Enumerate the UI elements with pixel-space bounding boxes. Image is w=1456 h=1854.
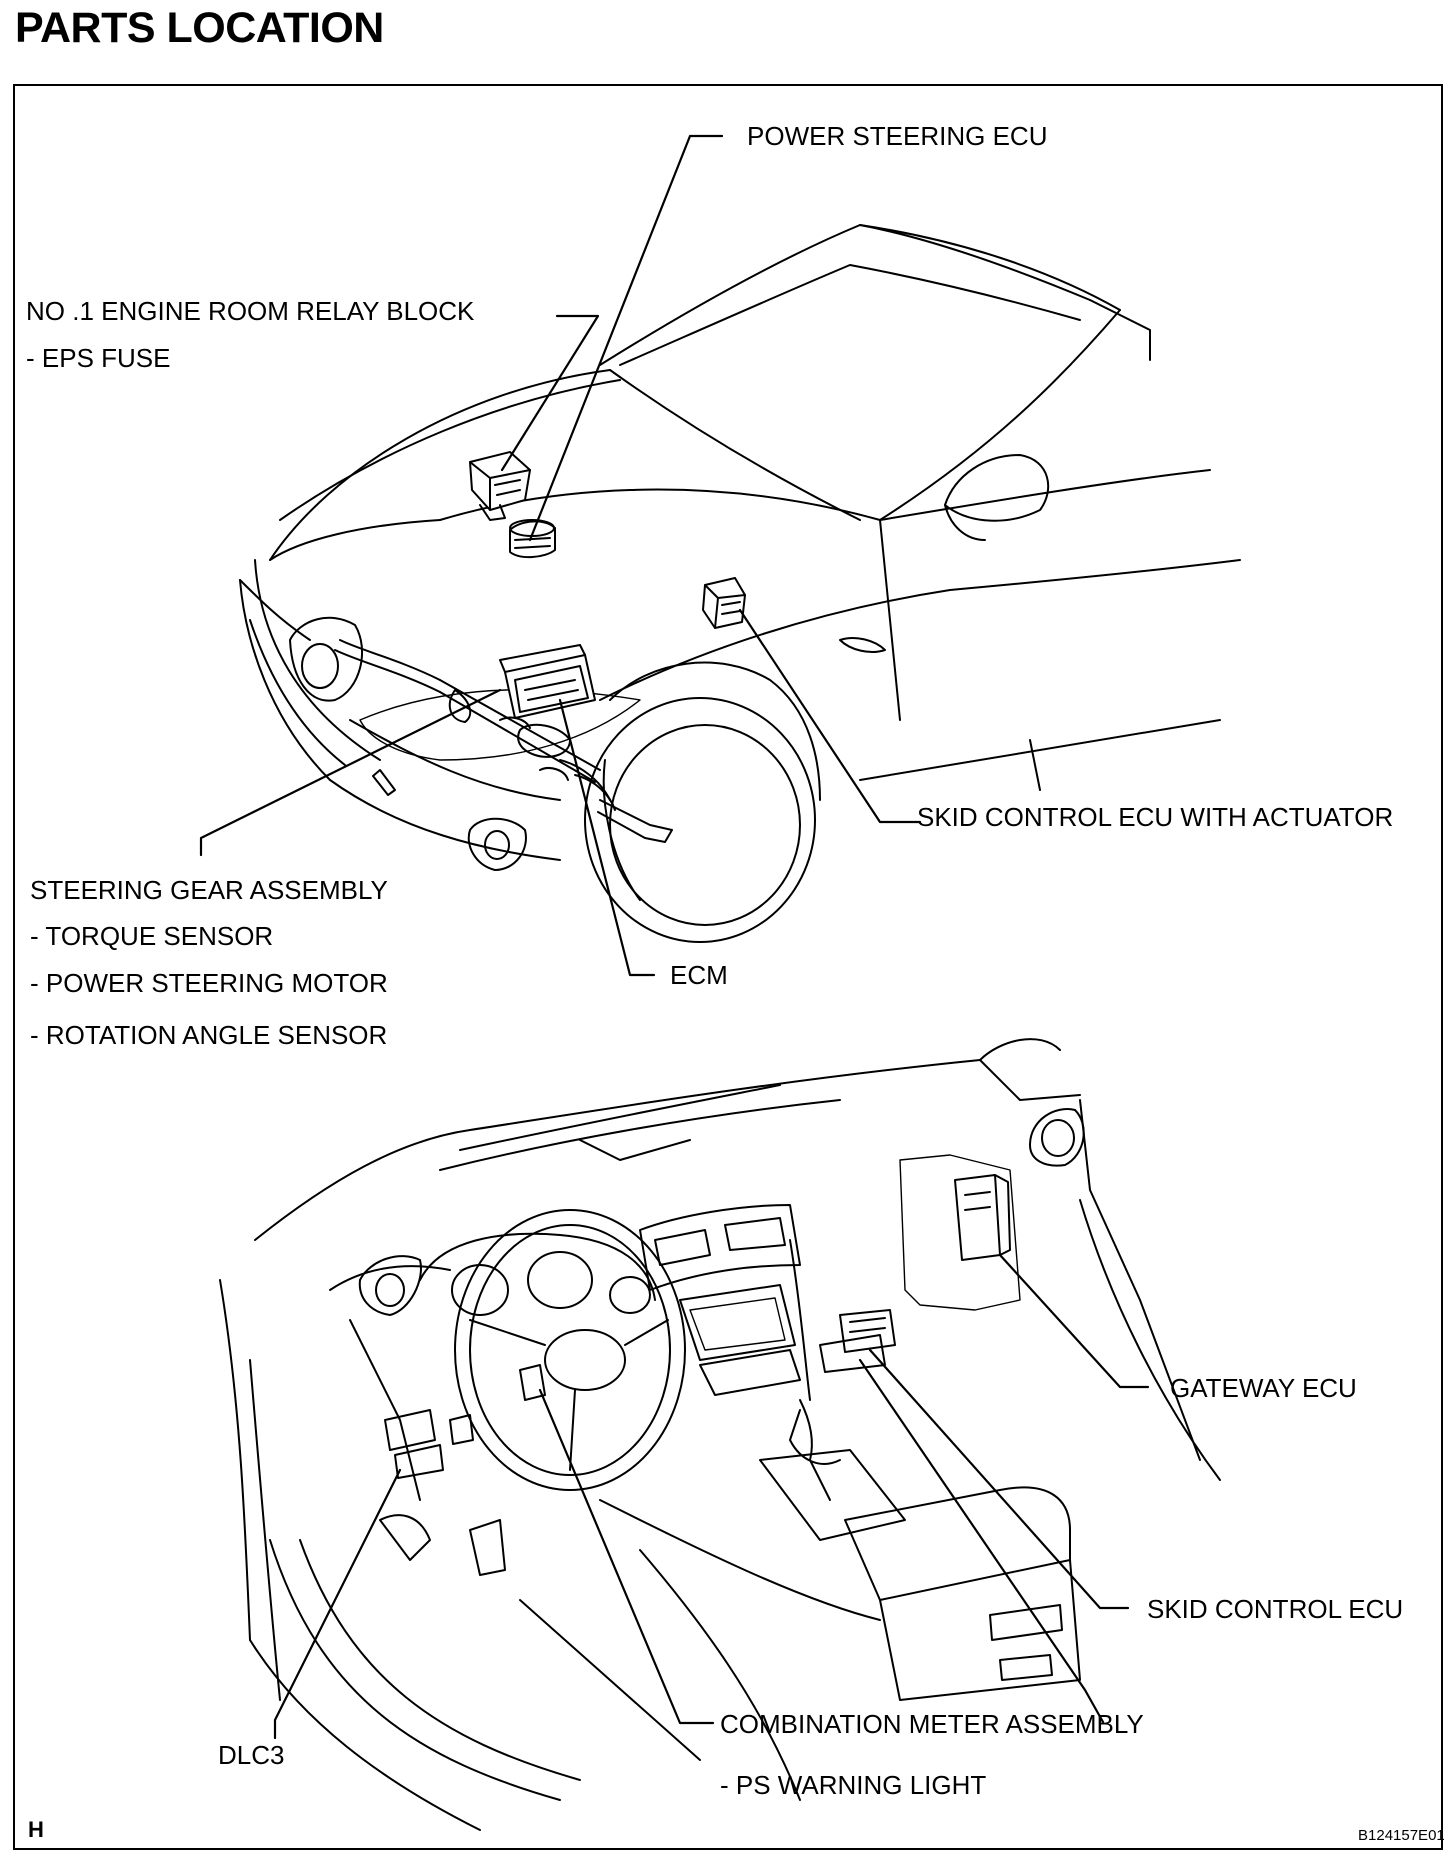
dlc3-part bbox=[384, 1409, 474, 1479]
power-steering-ecu-part bbox=[509, 519, 556, 558]
gateway-ecu-part bbox=[954, 1174, 1011, 1261]
label-combination-meter-assembly: COMBINATION METER ASSEMBLY bbox=[720, 1709, 1144, 1739]
figure-code: B124157E01 bbox=[1358, 1827, 1445, 1844]
diagram-frame bbox=[13, 84, 1443, 1850]
label-power-steering-ecu: POWER STEERING ECU bbox=[747, 121, 1048, 151]
label-gateway-ecu: GATEWAY ECU bbox=[1170, 1373, 1357, 1403]
label-rotation-angle-sensor: - ROTATION ANGLE SENSOR bbox=[30, 1020, 388, 1050]
label-eps-fuse: - EPS FUSE bbox=[26, 343, 171, 373]
label-torque-sensor: - TORQUE SENSOR bbox=[30, 921, 274, 951]
leader-lines-bottom bbox=[273, 1253, 1150, 1740]
page-title: PARTS LOCATION bbox=[15, 4, 384, 52]
corner-mark: H bbox=[28, 1817, 44, 1842]
ecm-part bbox=[499, 644, 596, 719]
label-engine-room-relay-block: NO .1 ENGINE ROOM RELAY BLOCK bbox=[26, 296, 475, 326]
car-exterior-drawing bbox=[199, 134, 1241, 977]
label-power-steering-motor: - POWER STEERING MOTOR bbox=[30, 968, 388, 998]
steering-wheel bbox=[454, 1209, 686, 1491]
skid-control-ecu-part bbox=[819, 1309, 896, 1373]
combination-meter-part bbox=[419, 1232, 656, 1316]
label-skid-control-ecu: SKID CONTROL ECU bbox=[1147, 1594, 1404, 1624]
label-ecm: ECM bbox=[670, 960, 728, 990]
leader-lines-top bbox=[199, 134, 922, 977]
engine-room-relay-block-part bbox=[469, 451, 531, 521]
skid-control-ecu-actuator-part bbox=[702, 577, 746, 629]
car-interior-drawing bbox=[219, 1038, 1221, 1831]
label-skid-control-ecu-with-actuator: SKID CONTROL ECU WITH ACTUATOR bbox=[917, 802, 1394, 832]
label-dlc3: DLC3 bbox=[218, 1740, 285, 1770]
label-steering-gear-assembly: STEERING GEAR ASSEMBLY bbox=[30, 875, 388, 905]
label-ps-warning-light: - PS WARNING LIGHT bbox=[720, 1770, 987, 1800]
